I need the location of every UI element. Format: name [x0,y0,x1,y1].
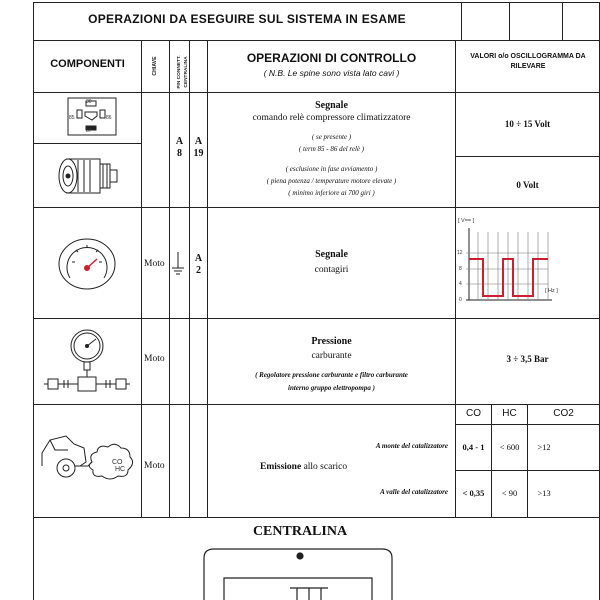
scope-x-unit: [ Hz ] [545,288,558,294]
row2-pin-letter: A [194,253,203,264]
row4-chiave: Moto [144,461,165,471]
row3-chiave: Moto [144,354,165,364]
row3-subheading: carburante [311,351,352,361]
row1-value-on: 10 ÷ 15 Volt [504,119,551,129]
scope-y-unit: [ V== ] [458,218,475,224]
col-co-header: CO [466,408,481,419]
row1-subheading: comando relè compressore climatizzatore [252,113,411,123]
row4-title: Emissione allo scarico [260,462,347,472]
col-hc-header: HC [502,408,517,419]
tachometer-signal-trace [469,258,548,297]
compressor-clutch-icon [58,158,118,194]
gas-label-co: CO [112,459,123,466]
valori-header: VALORI o/o OSCILLOGRAMMA DA RILEVARE [470,53,586,70]
row2-pin-value: 2 [196,265,201,276]
downstream-co2-value: >13 [537,488,551,498]
tachometer-icon [58,238,116,290]
pin-value-8: 8 [177,148,182,159]
sheet-title: OPERAZIONI DA ESEGUIRE SUL SISTEMA IN ES… [88,12,406,26]
scope-y-tick-8: 8 [459,266,462,272]
row1-value-off: 0 Volt [516,180,539,190]
row1-note-cond1: ( esclusione in fase avviamento ) [285,165,378,173]
upstream-co2-value: >12 [537,442,551,452]
row4-heading: Emissione [260,462,302,472]
oscilloscope-grid [466,228,552,301]
row3-note1: ( Regolatore pressione carburante e filt… [255,371,408,379]
operazioni-header: OPERAZIONI DI CONTROLLO [246,51,417,65]
downstream-co-value: < 0,35 [462,488,485,498]
pressure-gauge-icon [44,329,130,392]
car-exhaust-icon [41,435,134,480]
relay-pin-85: 85 [69,115,75,121]
pin-connettore-header: PIN CONNETT. CENTRALINA [177,55,189,89]
row3-heading: Pressione [311,336,352,347]
centralina-title: CENTRALINA [252,524,348,539]
upstream-co-value: 0,4 - 1 [462,442,485,452]
relay-pin-87: 87 [86,128,92,134]
upstream-hc-value: < 600 [499,442,520,452]
row2-heading: Segnale [315,249,348,260]
scope-y-tick-4: 4 [459,281,462,287]
row1-note-cond2: ( piena potenza / temperature motore ele… [266,177,397,185]
col-co2-header: CO2 [553,408,574,419]
gas-label-hc: HC [115,466,126,473]
relay-connector-icon [67,97,117,136]
row1-heading: Segnale [315,100,348,111]
row3-note2: interno gruppo elettropompa ) [288,384,375,392]
pin-ref-letter: A [194,136,203,147]
relay-pin-86: 86 [106,115,112,121]
table-grid [33,2,600,600]
relay-pin-30: 30 [86,99,92,105]
chiave-header: CHIAVE [152,56,158,76]
row4-downstream-label: A valle del catalizzatore [380,488,448,496]
row3-value: 3 ÷ 3,5 Bar [506,354,549,364]
pin-letter-a: A [175,136,184,147]
downstream-hc-value: < 90 [501,488,518,498]
row4-subheading: allo scarico [303,462,348,472]
row1-note-cond3: ( minimo inferiore ai 700 giri ) [288,189,375,197]
row1-note-present: ( se presente ) [311,133,352,141]
operazioni-note: ( N.B. Le spine sono vista lato cavi ) [263,68,400,78]
row4-upstream-label: A monte del catalizzatore [375,442,448,450]
row2-chiave: Moto [144,259,165,269]
pin-ref-value: 19 [193,148,204,159]
row2-subheading: contagiri [314,265,349,275]
scope-y-tick-0: 0 [459,297,462,303]
ecu-outline-icon [203,548,393,600]
componenti-header: COMPONENTI [50,58,125,70]
scope-y-tick-12: 12 [457,250,463,256]
ground-icon [172,252,184,275]
row1-note-term: ( term 85 - 86 del relè ) [298,145,365,153]
